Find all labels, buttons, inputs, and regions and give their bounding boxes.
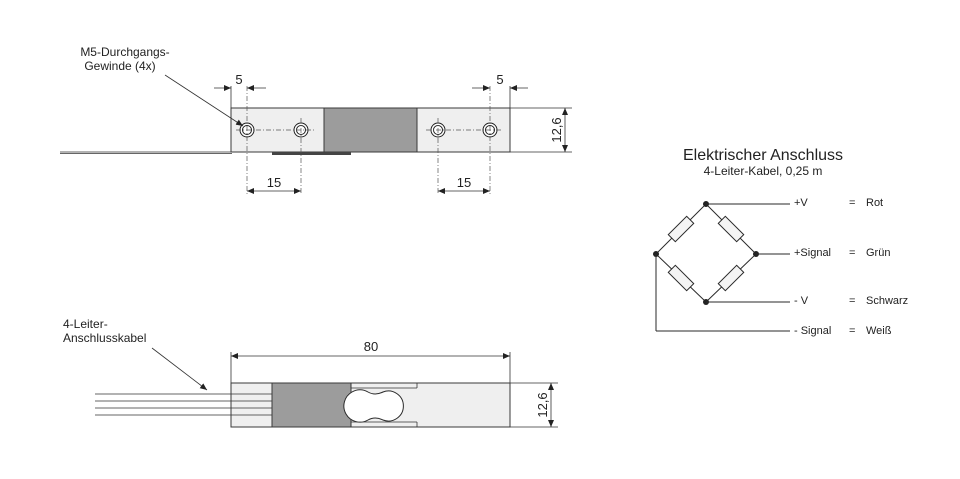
- dim-length-value: 80: [364, 339, 378, 354]
- wire-eq: =: [849, 247, 855, 259]
- resistor-3: [667, 264, 695, 292]
- resistor-2: [717, 215, 745, 243]
- dim-side-height-value: 12,6: [535, 392, 550, 417]
- thread-label-line1: M5-Durchgangs-: [80, 45, 169, 59]
- top-view: 5 5 15 15 12,6 M5-Durchgangs- Gewinde (4…: [60, 45, 572, 195]
- dim-right-pitch: 15: [438, 175, 490, 194]
- wire-eq: =: [849, 325, 855, 337]
- dim-top-height-value: 12,6: [549, 117, 564, 142]
- wire-color: Grün: [866, 247, 890, 259]
- strain-gauge-area-side: [271, 382, 352, 428]
- wire-color: Weiß: [866, 325, 892, 337]
- dim-left-pitch: 15: [247, 175, 301, 194]
- cable-label-line1: 4-Leiter-: [63, 317, 108, 331]
- binocular-cutout: [343, 389, 404, 423]
- dim-left-pitch-value: 15: [267, 175, 281, 190]
- side-view: 80 12,6 4-Leiter- Anschlusskabel: [63, 317, 558, 428]
- wiring-diagram: Elektrischer Anschluss 4-Leiter-Kabel, 0…: [653, 147, 908, 337]
- dim-top-height: 12,6: [549, 108, 568, 152]
- thread-label-line2: Gewinde (4x): [84, 59, 155, 73]
- wire-row-3: - V = Schwarz: [794, 295, 908, 307]
- dim-left-edge: 5: [214, 72, 266, 91]
- wire-signal: - V: [794, 295, 809, 307]
- dim-side-height: 12,6: [535, 383, 554, 427]
- dim-left-edge-value: 5: [235, 72, 242, 87]
- dim-right-edge-value: 5: [496, 72, 503, 87]
- wire-signal: +Signal: [794, 247, 831, 259]
- wire-row-4: - Signal = Weiß: [794, 325, 892, 337]
- wire-row-2: +Signal = Grün: [794, 247, 890, 259]
- dim-right-edge: 5: [472, 72, 528, 91]
- dim-length: 80: [231, 339, 510, 359]
- wiring-title: Elektrischer Anschluss: [683, 147, 843, 164]
- resistor-1: [667, 215, 695, 243]
- wire-eq: =: [849, 295, 855, 307]
- wire-signal: +V: [794, 197, 808, 209]
- wire-signal: - Signal: [794, 325, 831, 337]
- wiring-subtitle: 4-Leiter-Kabel, 0,25 m: [704, 164, 823, 178]
- cable-label-line2: Anschlusskabel: [63, 331, 146, 345]
- wire-color: Schwarz: [866, 295, 908, 307]
- wire-color: Rot: [866, 197, 883, 209]
- strain-gauge-area-top: [323, 107, 418, 153]
- thread-leader: [164, 74, 244, 127]
- cable-leader: [151, 347, 208, 391]
- cable-strip: [272, 152, 351, 155]
- dim-right-pitch-value: 15: [457, 175, 471, 190]
- resistor-4: [717, 264, 745, 292]
- wire-row-1: +V = Rot: [794, 197, 883, 209]
- wire-eq: =: [849, 197, 855, 209]
